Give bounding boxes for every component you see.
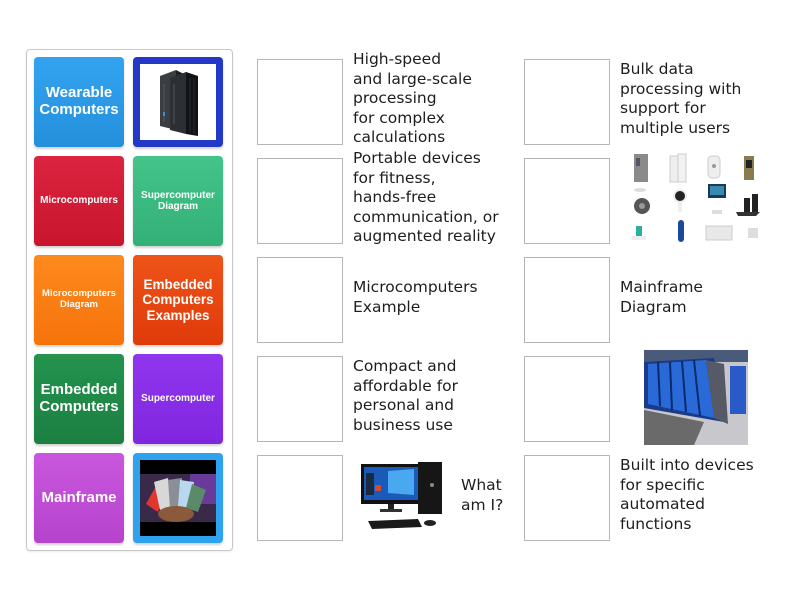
description-mainframe-def: Bulk data processing with support for mu…	[620, 60, 742, 137]
tile-label: Mainframe	[41, 488, 117, 506]
smartphones-image	[140, 460, 216, 536]
drop-slot[interactable]	[257, 59, 343, 145]
description-embedded-def: Built into devices for specific automate…	[620, 456, 754, 533]
tile-label: Supercomputer	[141, 393, 215, 405]
drop-slot[interactable]	[524, 455, 610, 541]
tile-label: Embedded Computers Examples	[142, 277, 214, 323]
tile-smartphones-image[interactable]	[133, 453, 223, 543]
tile-label: Microcomputers	[40, 195, 118, 207]
drop-slot[interactable]	[257, 356, 343, 442]
description-supercomputer-def: High-speed and large-scale processing fo…	[353, 50, 472, 146]
drop-slot[interactable]	[524, 257, 610, 343]
drop-slot[interactable]	[524, 356, 610, 442]
drop-slot[interactable]	[257, 257, 343, 343]
drop-slot[interactable]	[257, 455, 343, 541]
tile-mainframe-image[interactable]	[133, 57, 223, 147]
tile-wearable-computers[interactable]: Wearable Computers	[34, 57, 124, 147]
tile-supercomputer[interactable]: Supercomputer	[133, 354, 223, 444]
description-mainframe-diagram: Mainframe Diagram	[620, 278, 703, 316]
tile-embedded-computers-examples[interactable]: Embedded Computers Examples	[133, 255, 223, 345]
supercomputer-room-image	[644, 350, 748, 445]
tile-label: Microcomputers Diagram	[42, 288, 116, 310]
drop-slot[interactable]	[524, 158, 610, 244]
drop-slot[interactable]	[257, 158, 343, 244]
description-what-am-i: What am I?	[461, 476, 504, 514]
description-wearable-def: Portable devices for fitness, hands-free…	[353, 149, 499, 245]
tile-label: Wearable Computers	[39, 84, 119, 118]
tile-supercomputer-diagram[interactable]: Supercomputer Diagram	[133, 156, 223, 246]
tile-label: Embedded Computers	[39, 381, 119, 415]
tile-label: Supercomputer Diagram	[141, 189, 215, 212]
tile-microcomputers[interactable]: Microcomputers	[34, 156, 124, 246]
tile-mainframe[interactable]: Mainframe	[34, 453, 124, 543]
description-microcomputers-example: Microcomputers Example	[353, 278, 478, 316]
description-microcomputers-def: Compact and affordable for personal and …	[353, 357, 459, 434]
tile-embedded-computers[interactable]: Embedded Computers	[34, 354, 124, 444]
smart-home-devices-image	[626, 150, 766, 246]
tile-microcomputers-diagram[interactable]: Microcomputers Diagram	[34, 255, 124, 345]
desktop-pc-image	[358, 455, 454, 541]
drop-slot[interactable]	[524, 59, 610, 145]
mainframe-server-image	[140, 64, 216, 140]
